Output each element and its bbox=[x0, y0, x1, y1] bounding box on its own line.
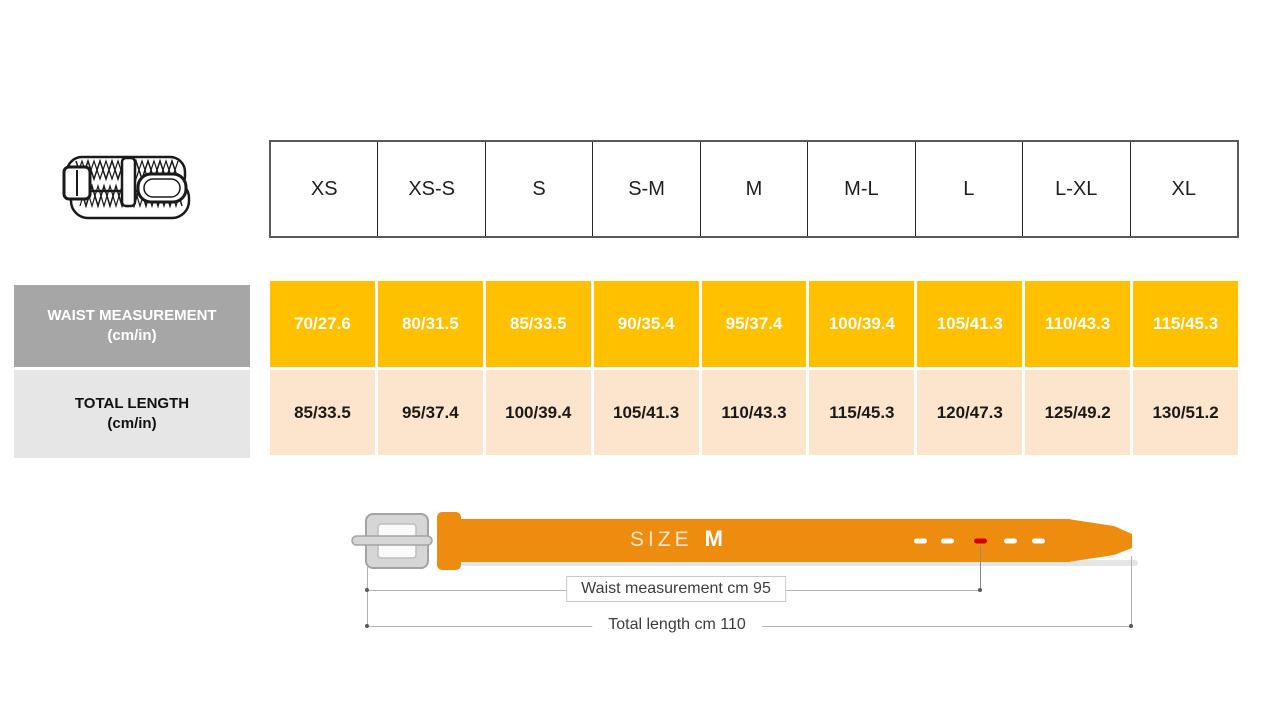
dim-dot bbox=[978, 588, 982, 592]
size-header-cell: XS bbox=[271, 142, 379, 236]
dim-waist-hole-vertical bbox=[980, 546, 981, 591]
belt-size-text: SIZE M bbox=[630, 526, 724, 552]
length-value-cell: 130/51.2 bbox=[1133, 370, 1239, 455]
waist-value-cell: 110/43.3 bbox=[1025, 281, 1131, 367]
waist-measurement-row: 70/27.6 80/31.5 85/33.5 90/35.4 95/37.4 … bbox=[270, 281, 1239, 367]
waist-value-cell: 105/41.3 bbox=[917, 281, 1023, 367]
belt-hole-selected bbox=[974, 538, 987, 544]
length-value-cell: 100/39.4 bbox=[485, 370, 591, 455]
belt-tip bbox=[1068, 519, 1132, 562]
length-value-cell: 115/45.3 bbox=[809, 370, 915, 455]
length-label-line1: TOTAL LENGTH bbox=[74, 394, 190, 412]
dim-dot bbox=[365, 588, 369, 592]
waist-measurement-callout: Waist measurement cm 95 bbox=[566, 576, 786, 602]
waist-value-cell: 115/45.3 bbox=[1133, 281, 1239, 367]
belt-hole bbox=[1004, 538, 1017, 544]
waist-label-line1: WAIST MEASUREMENT bbox=[47, 306, 217, 324]
belt-keeper bbox=[437, 512, 461, 570]
size-header-cell: L bbox=[916, 142, 1024, 236]
length-value-cell: 125/49.2 bbox=[1025, 370, 1131, 455]
dim-tip-vertical bbox=[1131, 556, 1132, 627]
belt-diagram bbox=[351, 512, 1138, 570]
length-value-cell: 95/37.4 bbox=[377, 370, 483, 455]
dim-dot bbox=[1129, 624, 1133, 628]
waist-value-cell: 70/27.6 bbox=[270, 281, 375, 367]
waist-label-line2: (cm/in) bbox=[107, 327, 157, 344]
size-header-cell: XS-S bbox=[378, 142, 486, 236]
size-header-cell: XL bbox=[1171, 177, 1196, 200]
belt-hole bbox=[941, 538, 954, 544]
braided-belt-icon bbox=[62, 150, 196, 241]
size-header-cell: M bbox=[701, 142, 809, 236]
total-length-callout: Total length cm 110 bbox=[592, 616, 762, 634]
length-value-cell: 105/41.3 bbox=[593, 370, 699, 455]
length-value-cell: 120/47.3 bbox=[917, 370, 1023, 455]
waist-value-cell: 80/31.5 bbox=[377, 281, 483, 367]
size-header-table: XS XS-S S S-M M M-L L L-XL XL bbox=[269, 140, 1239, 238]
waist-value-cell: 85/33.5 bbox=[485, 281, 591, 367]
size-header-cell: M-L bbox=[808, 142, 916, 236]
length-value-cell: 85/33.5 bbox=[270, 370, 375, 455]
size-value: M bbox=[704, 526, 725, 551]
size-header-cell: S bbox=[486, 142, 594, 236]
total-length-row-label: TOTAL LENGTH (cm/in) bbox=[14, 370, 250, 458]
waist-measurement-row-label: WAIST MEASUREMENT (cm/in) bbox=[14, 285, 250, 367]
belt-buckle-prong bbox=[351, 535, 433, 546]
belt-hole bbox=[914, 538, 927, 544]
length-label-line2: (cm/in) bbox=[107, 415, 157, 432]
waist-value-cell: 95/37.4 bbox=[701, 281, 807, 367]
belt-strap bbox=[448, 519, 1070, 562]
belt-hole bbox=[1032, 538, 1045, 544]
size-word: SIZE bbox=[629, 528, 693, 551]
length-value-cell: 110/43.3 bbox=[701, 370, 807, 455]
total-length-row: 85/33.5 95/37.4 100/39.4 105/41.3 110/43… bbox=[270, 370, 1239, 455]
dim-dot bbox=[365, 624, 369, 628]
size-header-cell: L-XL bbox=[1023, 142, 1131, 236]
size-header-cell: S-M bbox=[593, 142, 701, 236]
waist-value-cell: 100/39.4 bbox=[809, 281, 915, 367]
waist-value-cell: 90/35.4 bbox=[593, 281, 699, 367]
dim-left-vertical bbox=[367, 567, 368, 628]
